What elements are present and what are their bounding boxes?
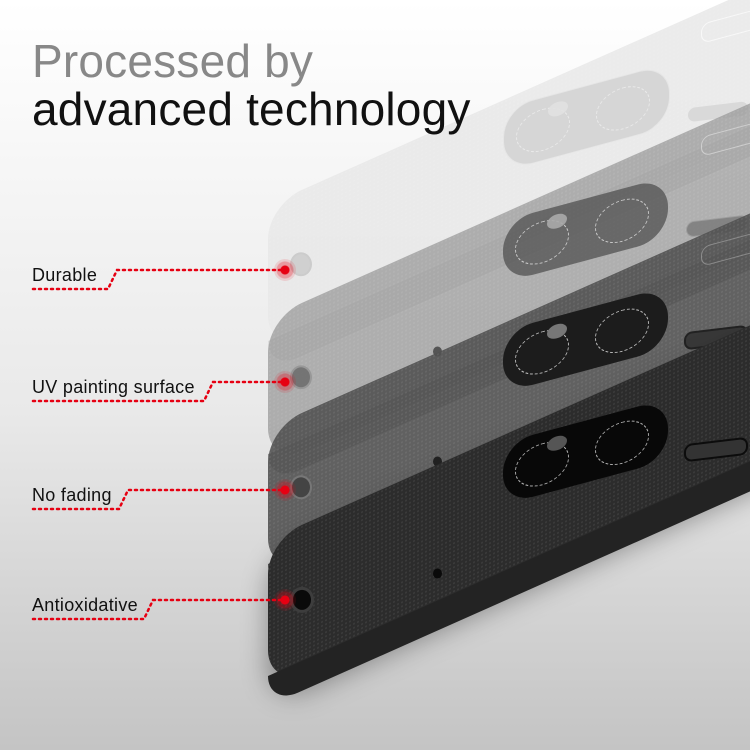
callout-label: Antioxidative [32,595,138,615]
callout-dot-icon [274,371,296,393]
headline: Processed by advanced technology [32,38,471,132]
callout-label: UV painting surface [32,377,195,397]
callout-dot-icon [274,479,296,501]
callout-dot-icon [274,259,296,281]
callout-label: No fading [32,485,112,505]
headline-line-1: Processed by [32,35,314,87]
dotted-leader-line [31,268,285,291]
camera-lens-icon [595,302,649,360]
camera-lens-icon [595,192,649,250]
camera-lens-icon [596,80,650,137]
mic-hole-icon [433,568,442,579]
camera-lens-icon [595,414,649,472]
dotted-leader-line [31,488,285,511]
headline-line-2: advanced technology [32,83,471,135]
callout-dot-icon [274,589,296,611]
dotted-leader-line [31,380,285,403]
callout-label: Durable [32,265,98,285]
dotted-leader-line [31,598,285,621]
